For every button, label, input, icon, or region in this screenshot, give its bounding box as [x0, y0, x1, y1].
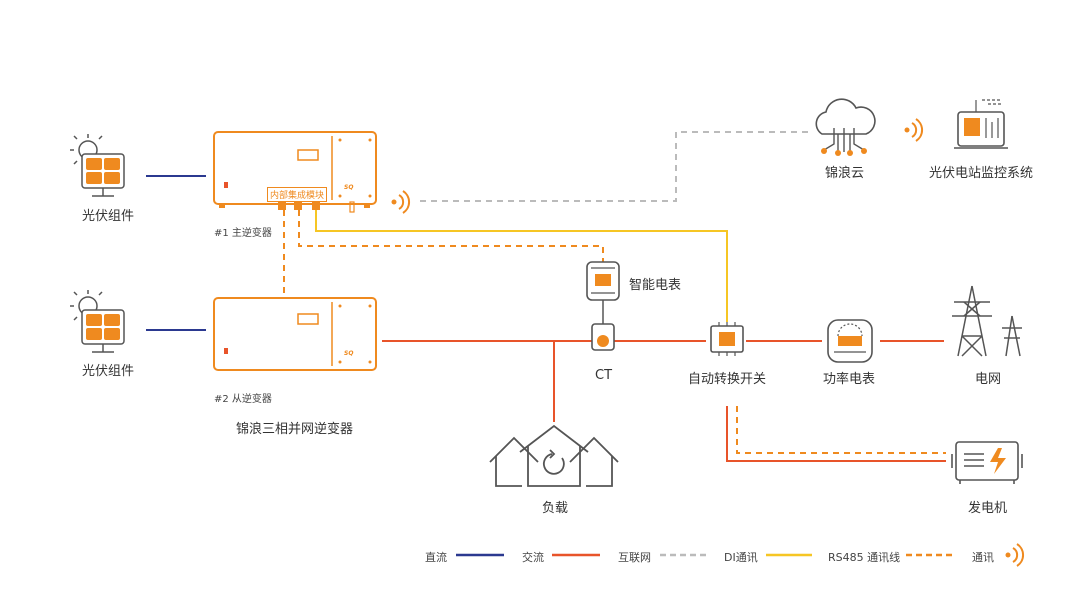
wireless-signal-icon [904, 118, 923, 142]
svg-text:SQ: SQ [344, 350, 353, 357]
legend-internet-label: 互联网 [618, 551, 651, 564]
smart-meter-icon [586, 261, 620, 301]
cloud-label: 锦浪云 [825, 166, 865, 181]
ct-label: CT [595, 368, 613, 383]
inverter-group-label: 锦浪三相并网逆变器 [236, 422, 354, 437]
solar-panel-icon [70, 290, 125, 353]
cloud-icon [815, 98, 876, 156]
inverter-2-label: #2 从逆变器 [214, 394, 272, 405]
ct-icon [591, 323, 615, 351]
wireless-signal-icon [1005, 543, 1024, 567]
legend-comm-label: 通讯 [972, 551, 994, 564]
power-meter-icon [827, 319, 873, 363]
di-line [315, 210, 728, 322]
monitor-system-icon [954, 99, 1008, 149]
solar-panel-icon [70, 134, 125, 197]
ats-label: 自动转换开关 [688, 372, 767, 387]
legend-di-label: DI通讯 [724, 551, 758, 564]
module-badge: 内部集成模块 [267, 187, 328, 202]
power-tower-icon [952, 285, 1022, 357]
legend-dc-label: 直流 [425, 551, 447, 564]
legend: 直流 交流 互联网 DI通讯 RS485 通讯线 通讯 [0, 547, 1080, 567]
wireless-signal-icon [391, 190, 410, 214]
pv-top-label: 光伏组件 [82, 209, 135, 224]
power-meter-label: 功率电表 [823, 372, 876, 387]
rs485-to-smart-meter [298, 210, 604, 263]
internet-line [420, 131, 808, 202]
inverter-2-icon: SQ [213, 297, 377, 371]
svg-text:SQ: SQ [344, 184, 353, 191]
pv-bottom-label: 光伏组件 [82, 364, 135, 379]
rs485-to-generator [736, 406, 946, 454]
generator-icon [951, 441, 1023, 484]
legend-ac-label: 交流 [522, 551, 544, 564]
smart-meter-label: 智能电表 [629, 278, 682, 293]
load-label: 负载 [542, 501, 569, 516]
legend-rs485-label: RS485 通讯线 [828, 551, 901, 564]
generator-label: 发电机 [968, 501, 1008, 516]
transfer-switch-icon [710, 322, 744, 356]
monitor-label: 光伏电站监控系统 [929, 166, 1034, 181]
grid-label: 电网 [975, 372, 1002, 387]
inverter-1-label: #1 主逆变器 [214, 228, 272, 239]
load-house-icon [489, 424, 619, 487]
ac-to-generator [726, 406, 946, 462]
inverter-1-icon: SQ [213, 131, 377, 213]
